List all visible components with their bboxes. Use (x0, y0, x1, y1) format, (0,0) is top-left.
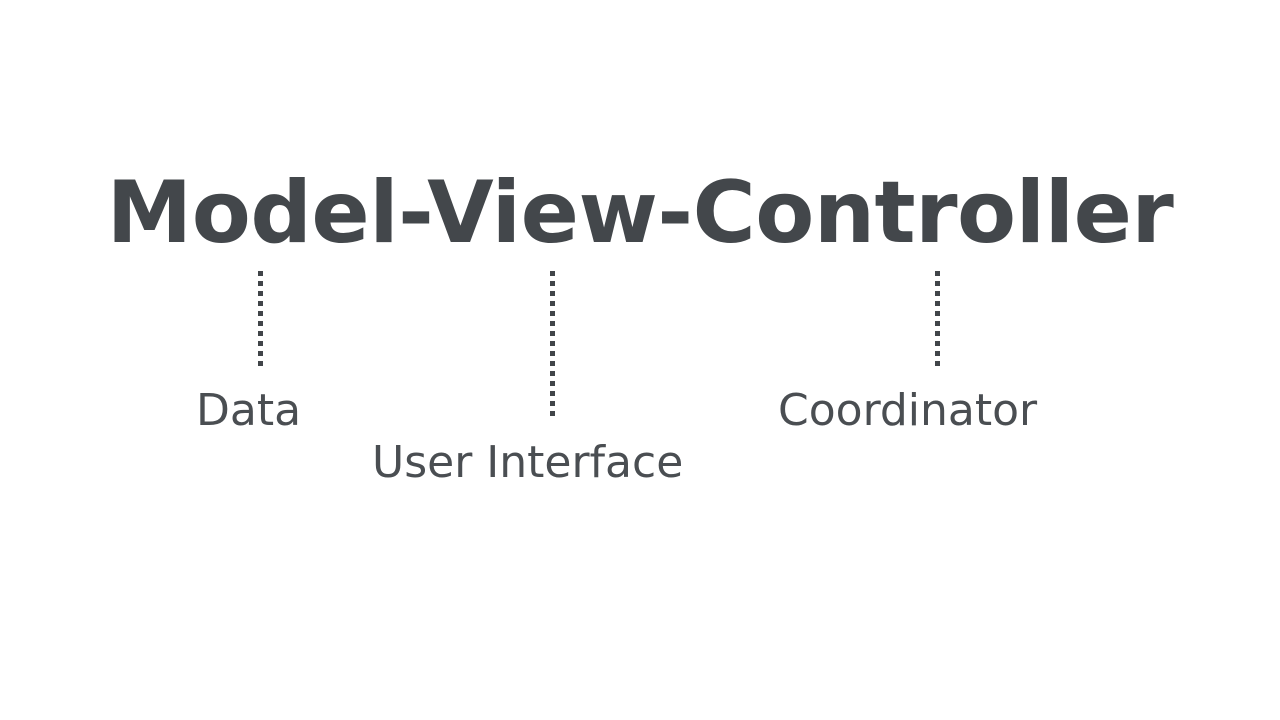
caption-view: User Interface (372, 437, 684, 488)
page-title: Model-View-Controller (106, 163, 1174, 263)
leader-line-controller (935, 271, 940, 367)
caption-model: Data (196, 385, 302, 436)
caption-controller: Coordinator (778, 385, 1038, 436)
leader-line-model (258, 271, 263, 367)
leader-line-view (550, 271, 555, 419)
